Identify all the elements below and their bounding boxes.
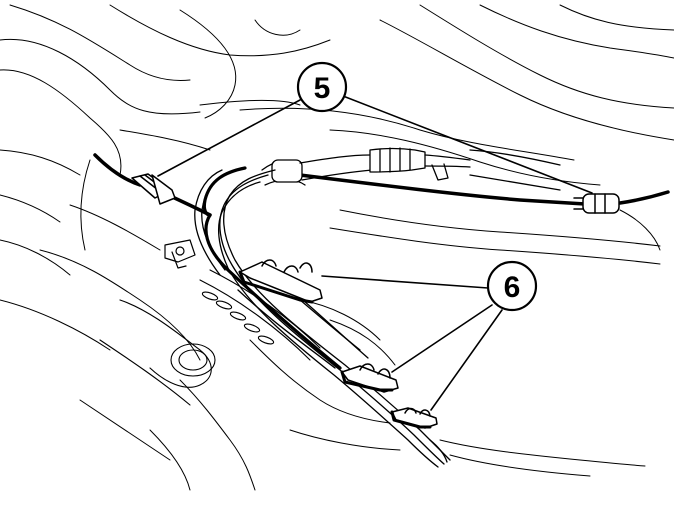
pipe-union-right [573,193,620,214]
pipe-clip-3 [390,407,438,429]
callout-6: 6 [486,260,538,312]
hose-connector [261,147,561,191]
callout-5-label: 5 [314,72,331,105]
callout-5: 5 [296,61,348,113]
mount-bolt [164,239,196,269]
brake-hose-upper [202,166,247,217]
pipe-clip-1 [238,259,323,304]
pipe-union-left [131,173,176,205]
pipe-clip-2 [340,363,399,393]
leader-lines [157,95,593,411]
body-outline [0,4,674,491]
callout-6-label: 6 [504,271,521,304]
brake-hose-lower [204,213,342,370]
